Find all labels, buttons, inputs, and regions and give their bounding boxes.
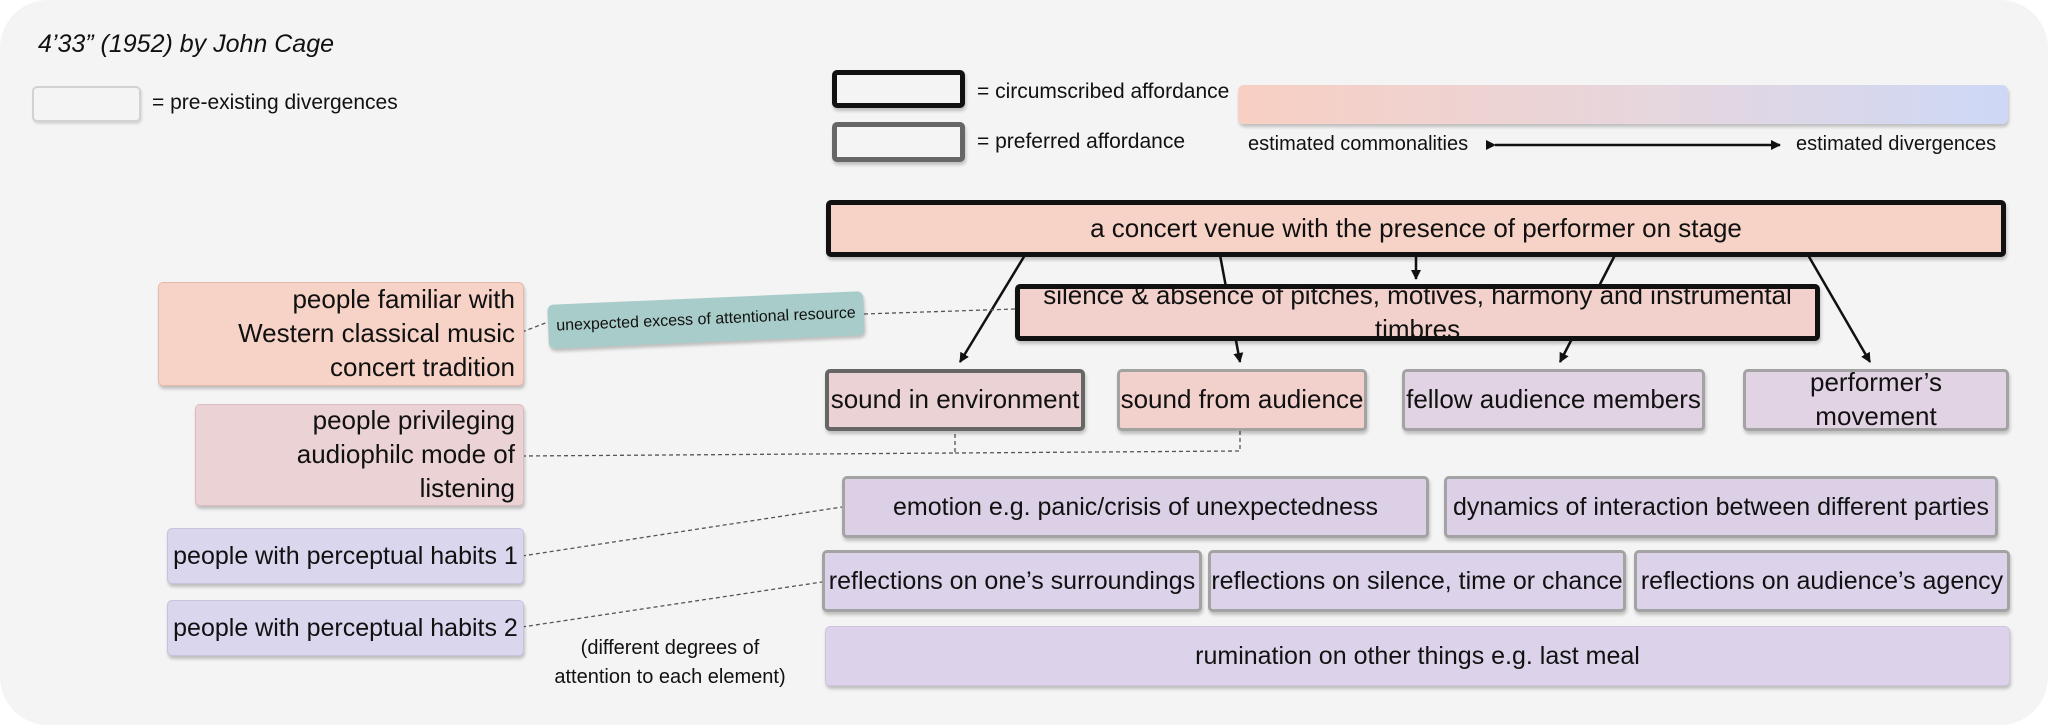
arrow-venue-environment: [958, 254, 1027, 363]
dash-habits2-surroundings: [521, 581, 823, 628]
diagram-title: 4’33” (1952) by John Cage: [38, 30, 335, 58]
sound-audience-node: sound from audience: [1117, 369, 1367, 431]
emotion-node: emotion e.g. panic/crisis of unexpectedn…: [842, 476, 1429, 538]
rumination-node: rumination on other things e.g. last mea…: [825, 626, 2010, 686]
silence-node: silence & absence of pitches, motives, h…: [1015, 280, 1820, 344]
legend-preferred-label: = preferred affordance: [977, 130, 1186, 153]
attention-note: (different degrees of attention to each …: [554, 637, 786, 688]
dash-habits1-emotion: [521, 506, 843, 557]
legend-circumscribed-swatch: [832, 70, 965, 108]
fellow-audience-node: fellow audience members: [1402, 369, 1705, 431]
commonality-divergence-gradient: [1238, 85, 2008, 124]
legend-circumscribed-label: = circumscribed affordance: [977, 80, 1230, 103]
reflections-surroundings-node: reflections on one’s surroundings: [822, 550, 1202, 612]
interaction-dynamics-node: dynamics of interaction between differen…: [1444, 476, 1998, 538]
group-audiophile: people privileging audiophilc mode of li…: [195, 404, 524, 506]
dash-western-annotation: [521, 321, 549, 333]
dash-audiophile-audience: [954, 430, 1241, 454]
group-western-tradition: people familiar with Western classical m…: [158, 282, 524, 386]
sound-environment-node: sound in environment: [825, 369, 1085, 431]
gradient-right-label: estimated divergences: [1796, 133, 1997, 155]
arrow-venue-movement: [1806, 254, 1872, 363]
legend-pre-existing-swatch: [32, 86, 141, 122]
concert-venue-node: a concert venue with the presence of per…: [826, 200, 2006, 257]
reflections-agency-node: reflections on audience’s agency: [1634, 550, 2010, 612]
reflections-silence-node: reflections on silence, time or chance: [1208, 550, 1626, 612]
group-perceptual-habits-2: people with perceptual habits 2: [167, 600, 524, 656]
dash-annotation-silence: [863, 308, 1016, 315]
legend-preferred-swatch: [832, 122, 965, 162]
dash-audiophile-sounds: [521, 430, 956, 457]
group-perceptual-habits-1: people with perceptual habits 1: [167, 528, 524, 584]
performer-movement-node: performer’s movement: [1743, 367, 2009, 431]
gradient-left-label: estimated commonalities: [1248, 133, 1469, 155]
legend-pre-existing-label: = pre-existing divergences: [152, 91, 398, 114]
